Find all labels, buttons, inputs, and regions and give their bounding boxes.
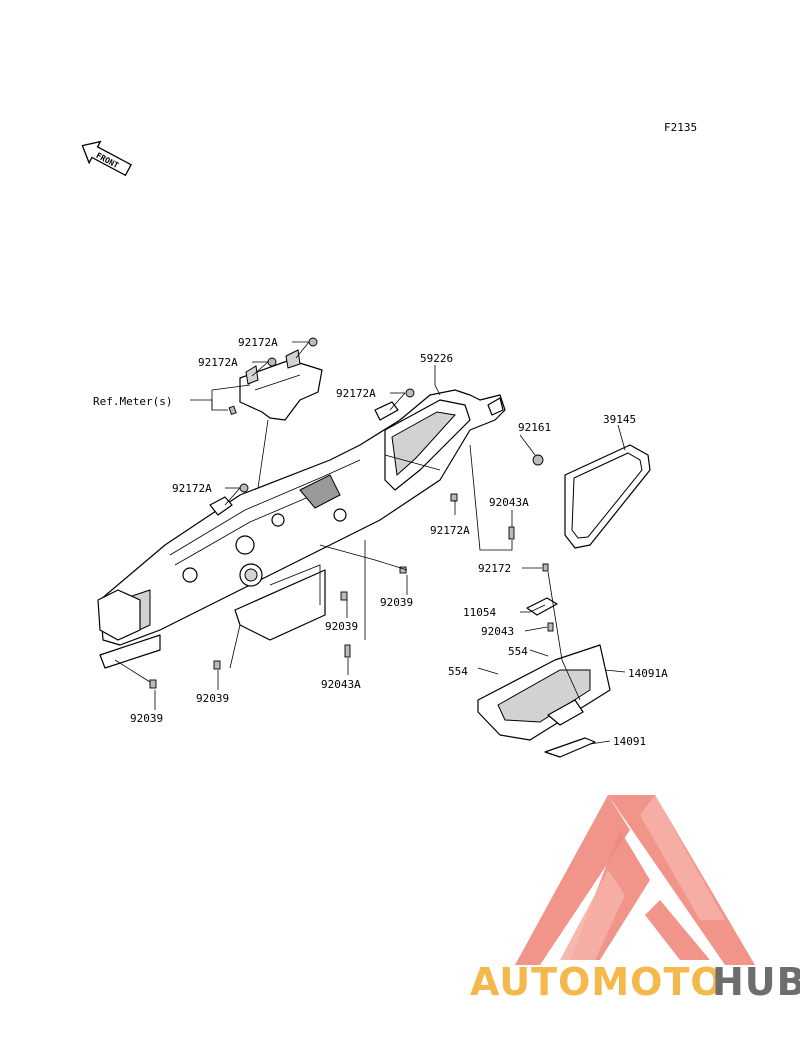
part-label: 554 [448,665,468,678]
dash-panel [97,389,506,669]
automotohub-logo: AUTOMOTO HUB [470,795,800,1004]
part-label: 92172 [478,562,511,575]
logo-text-primary: AUTOMOTO [470,960,724,1004]
leader-lines [114,341,626,745]
part-labels: 92172A 92172A 92172A 92172A 92172A 59226… [93,336,668,748]
part-label: 14091A [628,667,668,680]
part-label: 92039 [380,596,413,609]
part-label: 92161 [518,421,551,434]
part-label: 92172A [336,387,376,400]
part-label: 59226 [420,352,453,365]
meter-bracket [239,349,323,421]
logo-text-secondary: HUB [712,960,800,1004]
part-label: 92172A [172,482,212,495]
part-label: 92039 [130,712,163,725]
part-label: 92172A [198,356,238,369]
part-label: 92043 [481,625,514,638]
trim-ring [564,444,651,549]
figure-code: F2135 [664,121,697,134]
part-label: 14091 [613,735,646,748]
front-arrow-icon: FRONT [81,140,132,177]
part-label: 11054 [463,606,496,619]
reference-note: Ref.Meter(s) [93,395,172,408]
part-label: 554 [508,645,528,658]
glove-box-lid [477,644,611,758]
part-label: 39145 [603,413,636,426]
part-label: 92043A [321,678,361,691]
part-label: 92172A [238,336,278,349]
part-label: 92039 [325,620,358,633]
part-label: 92172A [430,524,470,537]
part-label: 92043A [489,496,529,509]
part-label: 92039 [196,692,229,705]
